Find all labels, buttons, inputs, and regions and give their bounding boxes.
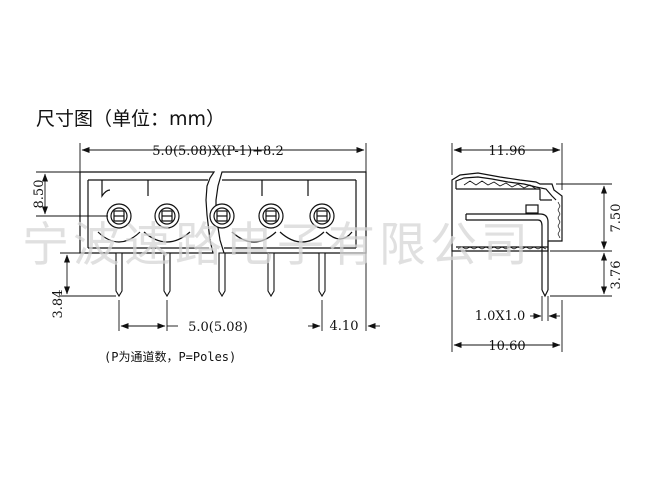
screw-5 (309, 203, 335, 229)
drawing-title: 尺寸图（单位：mm） (36, 108, 226, 130)
screw-1 (106, 203, 132, 229)
side-dimensions (451, 143, 612, 352)
front-view (79, 171, 367, 254)
dim-pin-section: 1.0X1.0 (475, 309, 526, 324)
screw-4 (258, 203, 284, 229)
dim-end-offset: 4.10 (330, 319, 359, 334)
front-screws (106, 203, 335, 229)
dim-side-width-top: 11.96 (488, 144, 525, 159)
dim-side-width-bottom: 10.60 (488, 339, 525, 354)
front-pins (115, 252, 326, 298)
screw-2 (154, 203, 180, 229)
dim-side-height: 7.50 (609, 204, 624, 233)
poles-note: (P为通道数，P=Poles) (104, 350, 237, 364)
dim-height-upper: 8.50 (32, 180, 47, 209)
screw-3 (209, 203, 235, 229)
dim-pitch: 5.0(5.08) (188, 320, 248, 335)
dim-pin-length: 3.84 (51, 290, 66, 319)
watermark-text: 宁波速路电子有限公司 (22, 218, 532, 273)
dim-side-pin: 3.76 (609, 261, 624, 290)
dim-overall-length: 5.0(5.08)X(P-1)+8.2 (152, 144, 283, 159)
side-view (451, 172, 563, 298)
front-dimensions (36, 143, 380, 331)
